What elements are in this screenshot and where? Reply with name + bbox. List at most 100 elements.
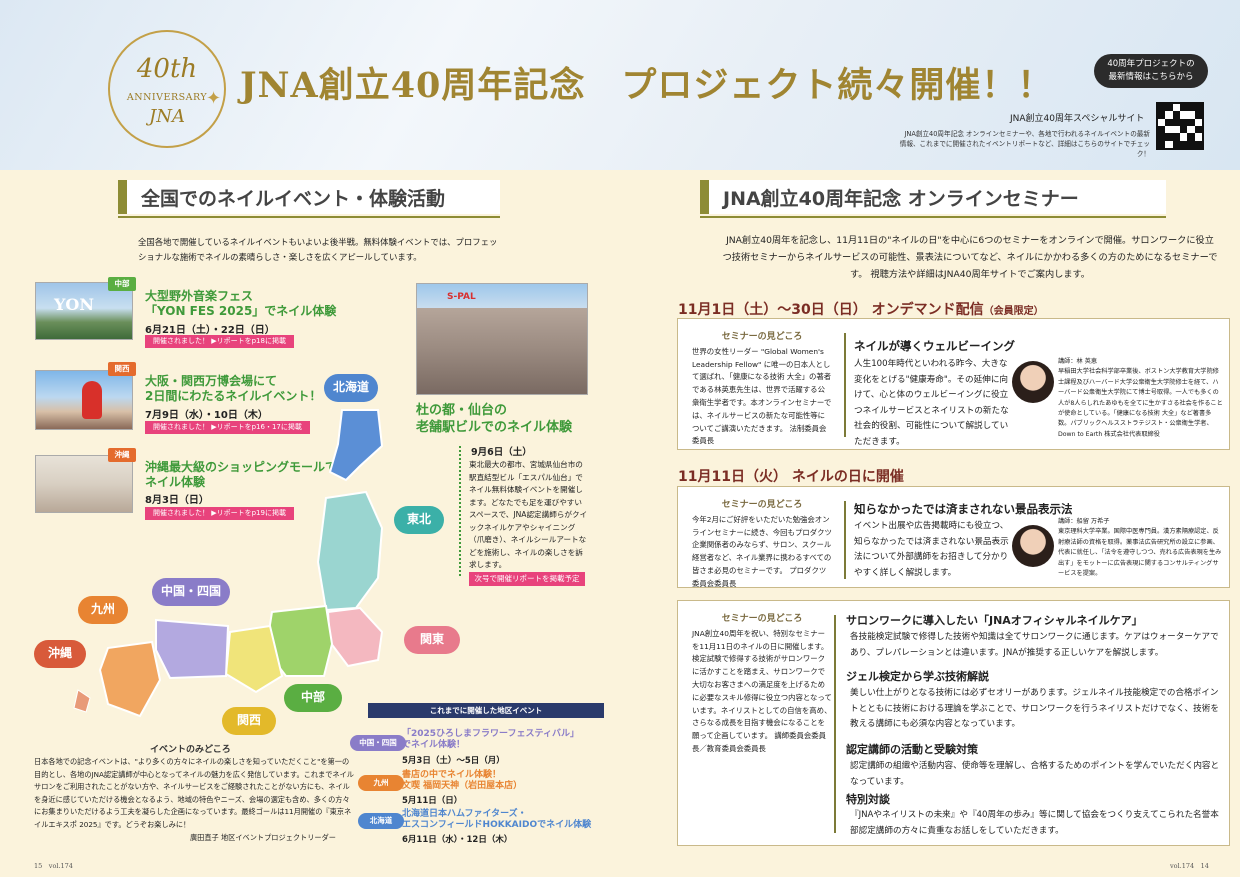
volume: vol.174	[1170, 862, 1195, 870]
speaker-avatar	[1012, 525, 1054, 567]
emblem-40th: 40th	[136, 54, 198, 84]
event-photo-yonfes: YON	[35, 282, 133, 340]
event-region-tag: 関西	[108, 362, 136, 376]
date-row-ondemand: 11月1日（土）〜30日（日） オンデマンド配信（会員限定）	[678, 299, 1044, 319]
event-date: 8月3日（日）	[145, 495, 209, 506]
past-events-box: これまでに開催した地区イベント 中国・四国 「2025ひろしまフラワーフェスティ…	[344, 703, 604, 851]
event-report-link[interactable]: 開催されました！ ▶リポートをp16・17に掲載	[145, 421, 310, 434]
past-event-title-line1: 書店の中でネイル体験！	[402, 770, 502, 780]
highlight-heading: セミナーの見どころ	[721, 614, 803, 624]
map-kyushu	[98, 640, 162, 718]
japan-map	[73, 409, 384, 718]
seminar-card: セミナーの見どころ世界の女性リーダー "Global Women's Leade…	[677, 318, 1230, 450]
speaker-avatar	[1012, 361, 1054, 403]
speaker-info: 講師：林 英恵早稲田大学社会科学部卒業後、ボストン大学教育大学院修士課程及びハー…	[1058, 357, 1223, 440]
special-site-description: JNA創立40周年記念 オンラインセミナーや、各地で行われるネイルイベントの最新…	[899, 130, 1150, 158]
right-page-number: vol.174 14	[1170, 860, 1209, 870]
past-event-tag: 九州	[358, 775, 404, 791]
seminar-title: 知らなかったでは済まされない景品表示法	[854, 502, 1073, 516]
seminar-highlight: セミナーの見どころ世界の女性リーダー "Global Women's Leade…	[692, 331, 832, 448]
past-event-date: 5月11日（日）	[402, 796, 463, 806]
map-label-chugoku-shikoku: 中国・四国	[152, 578, 230, 606]
left-section-header: 全国でのネイルイベント・体験活動	[118, 180, 500, 218]
seminar-title: ネイルが導くウェルビーイング	[854, 339, 1015, 353]
sendai-title-line1: 杜の都・仙台の	[416, 403, 508, 418]
left-lead: 全国各地で開催しているネイルイベントもいよいよ後半戦。無料体験イベントでは、プロ…	[138, 237, 498, 262]
seminar-item-title: サロンワークに導入したい「JNAオフィシャルネイルケア」	[846, 614, 1143, 627]
seminar-card: セミナーの見どころ今年2月にご好評をいただいた勉強会オンラインセミナーに続き、今…	[677, 486, 1230, 588]
seminar-body: イベント出展や広告掲載時にも役立つ、知らなかったでは済まされない景品表示法につい…	[854, 521, 1009, 578]
seminar-item-title: 認定講師の活動と受験対策	[846, 743, 978, 756]
event-report-link[interactable]: 開催されました！ ▶リポートをp18に掲載	[145, 335, 294, 348]
event-photo-okinawa	[35, 455, 133, 513]
map-chugoku-shikoku	[155, 618, 230, 680]
sendai-date: 9月6日（土）	[471, 447, 532, 458]
map-okinawa	[73, 689, 91, 713]
event-title-line2: 2日間にわたるネイルイベント！	[145, 389, 322, 403]
past-event-tag: 中国・四国	[350, 735, 406, 751]
left-section-title: 全国でのネイルイベント・体験活動	[141, 187, 446, 210]
spal-sign: S-PAL	[447, 292, 476, 302]
past-event-title-line2: 文喫 福岡天神（岩田屋本店）	[402, 781, 523, 791]
seminar-intro: JNA創立40周年を記念し、11月11日の"ネイルの日"を中心に6つのセミナーを…	[722, 235, 1218, 280]
sparkle-icon: ✦	[206, 88, 222, 109]
event-title: 沖縄最大級のショッピングモールでネイル体験	[145, 460, 337, 490]
past-event-title: 「2025ひろしまフラワーフェスティバル」でネイル体験！	[402, 729, 579, 751]
expo-mascot	[82, 381, 102, 419]
qr-code-icon[interactable]	[1156, 102, 1204, 150]
left-page-number: 15 vol.174	[34, 860, 73, 870]
past-event-title-line1: 「2025ひろしまフラワーフェスティバル」	[402, 729, 579, 739]
volume: vol.174	[48, 862, 73, 870]
right-section-title: JNA創立40周年記念 オンラインセミナー	[723, 187, 1079, 210]
past-event-tag: 北海道	[358, 813, 404, 829]
map-label-okinawa: 沖縄	[34, 640, 86, 668]
highlight-by: プロダクツ委員会委員長	[692, 565, 827, 588]
highlight-text: JNA創立40周年を祝い、特別なセミナーを11月11日のネイルの日に開催します。…	[692, 628, 832, 741]
event-title-line2: ネイル体験	[145, 475, 206, 489]
event-title-line1: 沖縄最大級のショッピングモールで	[145, 460, 338, 474]
page-number: 14	[1200, 862, 1209, 870]
members-only: （会員限定）	[983, 306, 1044, 317]
event-date: 6月21日（土）・22日（日）	[145, 325, 275, 336]
map-label-chubu: 中部	[284, 684, 342, 712]
map-label-tohoku: 東北	[394, 506, 444, 534]
seminar-item-title: 特別対談	[846, 793, 890, 806]
highlight-by: 法制委員会委員長	[692, 423, 827, 446]
event-title-line2: 「YON FES 2025」でネイル体験	[145, 304, 337, 318]
card-divider	[834, 615, 836, 833]
map-tohoku	[316, 490, 384, 612]
past-event-title-line2: エスコンフィールドHOKKAIDOでネイル体験	[402, 820, 592, 830]
sendai-next-report: 次号で開催リポートを掲載予定	[469, 572, 585, 586]
map-label-kanto: 関東	[404, 626, 460, 654]
date-ondemand: 11月1日（土）〜30日（日） オンデマンド配信	[678, 302, 984, 318]
map-kanto	[326, 606, 384, 668]
map-hokkaido	[328, 409, 384, 482]
speaker-bio: 東京理科大学卒業。国際中医専門員。漢方素隔療認定、反射療法師の資格を取得。薬事法…	[1058, 528, 1222, 578]
event-title-line1: 大阪・関西万博会場にて	[145, 374, 278, 388]
highlight-heading: セミナーの見どころ	[721, 332, 803, 342]
event-title: 大型野外音楽フェス「YON FES 2025」でネイル体験	[145, 289, 336, 319]
event-report-link[interactable]: 開催されました！ ▶リポートをp19に掲載	[145, 507, 294, 520]
event-date: 7月9日（水）・10日（木）	[145, 410, 268, 421]
speaker-info: 講師：船留 万希子東京理科大学卒業。国際中医専門員。漢方素隔療認定、反射療法師の…	[1058, 517, 1223, 579]
event-highlights-title: イベントのみどころ	[150, 745, 231, 755]
event-highlights-author: 廣田直子 地区イベントプロジェクトリーダー	[189, 832, 336, 842]
event-title-line1: 大型野外音楽フェス	[145, 289, 254, 303]
page-title: JNA創立40周年記念 プロジェクト続々開催！！	[240, 65, 1054, 106]
sendai-title: 杜の都・仙台の老舗駅ビルでのネイル体験	[416, 402, 572, 436]
highlight-heading: セミナーの見どころ	[721, 500, 803, 510]
latest-info-bubble: 40周年プロジェクトの 最新情報はこちらから	[1094, 54, 1208, 88]
sendai-title-line2: 老舗駅ビルでのネイル体験	[416, 420, 573, 435]
past-event-title-line1: 北海道日本ハムファイターズ・	[402, 809, 527, 819]
seminar-highlight: セミナーの見どころ JNA創立40周年を祝い、特別なセミナーを11月11日のネイル…	[692, 613, 832, 756]
emblem-jna: JNA	[149, 106, 185, 127]
card-divider	[844, 333, 846, 437]
emblem-anniversary: ANNIVERSARY	[126, 92, 208, 103]
seminar-item-body: 美しい仕上がりとなる技術には必ずセオリーがあります。ジェルネイル技能検定での合格…	[850, 688, 1219, 729]
event-region-tag: 中部	[108, 277, 136, 291]
map-label-kansai: 関西	[222, 707, 276, 735]
event-photo-expo	[35, 370, 133, 430]
special-site-label: JNA創立40周年スペシャルサイト	[1010, 114, 1145, 124]
sendai-station-photo: S-PAL	[416, 283, 588, 395]
